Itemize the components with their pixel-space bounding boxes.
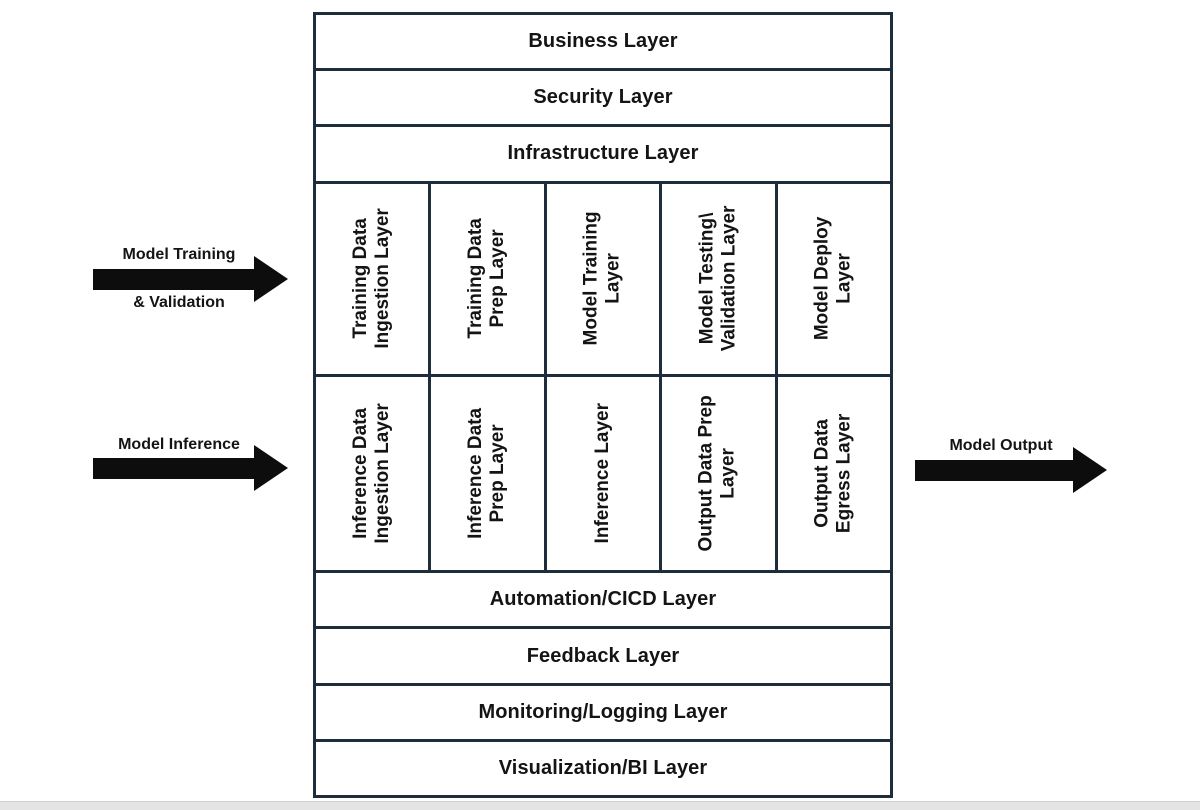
arrow-shaft [93,268,254,290]
layer-label: Output Data Egress Layer [811,413,855,534]
layer-label: Model Testing\ Validation Layer [696,205,740,352]
layer-model-deploy: Model Deploy Layer [774,183,890,374]
layer-label: Visualization/BI Layer [498,756,708,779]
model-output-label: Model Output [949,437,1053,454]
layer-inference-data-prep: Inference Data Prep Layer [428,376,543,571]
model-training-arrow-icon [93,256,288,302]
training-pipeline-row: Training Data Ingestion Layer Training D… [316,180,890,374]
layer-inference-data-ingestion: Inference Data Ingestion Layer [316,377,428,570]
arrow-shaft [915,459,1073,481]
layer-output-data-egress: Output Data Egress Layer [774,376,890,571]
inference-pipeline-row: Inference Data Ingestion Layer Inference… [316,373,890,571]
layer-automation-cicd: Automation/CICD Layer [316,570,890,626]
layer-label: Feedback Layer [526,644,680,667]
layer-label: Model Deploy Layer [811,216,855,341]
layer-label: Training Data Ingestion Layer [349,208,394,349]
model-output-arrow-icon [915,447,1107,493]
layer-model-testing-validation: Model Testing\ Validation Layer [659,183,774,374]
arrow-head-right-icon [254,445,288,491]
layer-label: Infrastructure Layer [507,142,699,165]
arrow-shaft [93,457,254,479]
validation-label: & Validation [133,294,225,311]
layer-training-data-ingestion: Training Data Ingestion Layer [316,184,428,374]
layer-label: Inference Data Ingestion Layer [349,403,394,544]
arrow-head-right-icon [1073,447,1107,493]
layer-stack: Business Layer Security Layer Infrastruc… [313,12,893,798]
layer-security: Security Layer [316,68,890,124]
layer-label: Model Training Layer [580,211,625,346]
layer-training-data-prep: Training Data Prep Layer [428,183,543,374]
layer-label: Inference Data Prep Layer [465,408,509,540]
model-inference-label: Model Inference [118,436,240,453]
layer-label: Business Layer [528,30,678,53]
model-training-label: Model Training [122,246,236,263]
layer-label: Output Data Prep Layer [696,395,740,552]
arrow-head-right-icon [254,256,288,302]
layer-label: Security Layer [533,86,673,109]
layer-inference: Inference Layer [543,376,659,571]
layer-infrastructure: Infrastructure Layer [316,124,890,180]
layer-label: Automation/CICD Layer [489,588,717,611]
layer-label: Inference Layer [591,403,613,544]
model-inference-arrow-icon [93,445,288,491]
layer-monitoring-logging: Monitoring/Logging Layer [316,682,890,739]
layer-business: Business Layer [316,15,890,68]
layer-output-data-prep: Output Data Prep Layer [659,376,774,571]
layer-label: Monitoring/Logging Layer [478,700,728,723]
window-bottom-edge [0,801,1200,810]
layer-model-training: Model Training Layer [543,183,659,374]
layer-visualization-bi: Visualization/BI Layer [316,738,890,795]
layer-label: Training Data Prep Layer [465,218,509,339]
layer-feedback: Feedback Layer [316,626,890,682]
